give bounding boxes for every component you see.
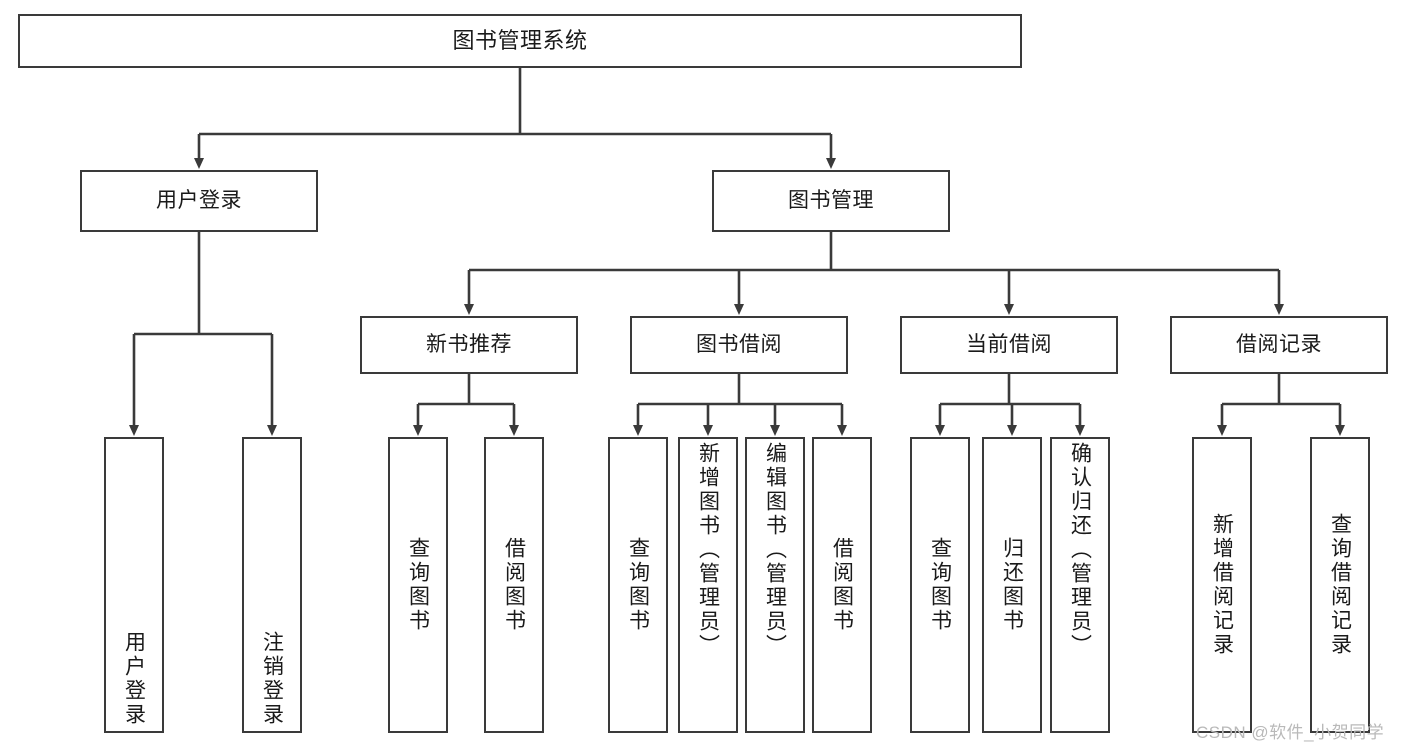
node-current-borrow[interactable]: 当前借阅	[900, 316, 1118, 374]
node-root[interactable]: 图书管理系统	[18, 14, 1022, 68]
node-leaf-query-record[interactable]: 查询借阅记录	[1310, 437, 1370, 733]
node-book-manage[interactable]: 图书管理	[712, 170, 950, 232]
node-leaf-add-book[interactable]: 新增图书（管理员）	[678, 437, 738, 733]
node-label: 查询图书	[928, 537, 952, 633]
node-label: 借阅记录	[1236, 333, 1322, 357]
node-leaf-query-book-1[interactable]: 查询图书	[388, 437, 448, 733]
node-label: 图书管理系统	[452, 27, 588, 53]
node-label: 新增图书（管理员）	[696, 442, 720, 658]
watermark: CSDN @软件_小贺同学	[1196, 723, 1385, 742]
node-label: 图书借阅	[696, 333, 782, 357]
node-leaf-borrow-book-1[interactable]: 借阅图书	[484, 437, 544, 733]
node-label: 新书推荐	[426, 333, 512, 357]
node-label: 归还图书	[1000, 537, 1024, 633]
node-label: 用户登录	[122, 631, 146, 727]
node-leaf-return-book[interactable]: 归还图书	[982, 437, 1042, 733]
node-label: 注销登录	[260, 631, 284, 727]
node-book-borrow[interactable]: 图书借阅	[630, 316, 848, 374]
node-label: 新增借阅记录	[1210, 513, 1234, 657]
node-leaf-user-logout[interactable]: 注销登录	[242, 437, 302, 733]
node-label: 用户登录	[156, 189, 242, 213]
node-label: 查询借阅记录	[1328, 513, 1352, 657]
node-label: 借阅图书	[502, 537, 526, 633]
node-label: 查询图书	[406, 537, 430, 633]
node-leaf-confirm-return[interactable]: 确认归还（管理员）	[1050, 437, 1110, 733]
node-user-login[interactable]: 用户登录	[80, 170, 318, 232]
node-leaf-edit-book[interactable]: 编辑图书（管理员）	[745, 437, 805, 733]
node-borrow-record[interactable]: 借阅记录	[1170, 316, 1388, 374]
node-label: 当前借阅	[966, 333, 1052, 357]
node-new-book-rec[interactable]: 新书推荐	[360, 316, 578, 374]
node-label: 确认归还（管理员）	[1068, 442, 1092, 658]
node-label: 图书管理	[788, 189, 874, 213]
node-leaf-add-record[interactable]: 新增借阅记录	[1192, 437, 1252, 733]
node-label: 查询图书	[626, 537, 650, 633]
node-leaf-query-book-3[interactable]: 查询图书	[910, 437, 970, 733]
node-label: 编辑图书（管理员）	[763, 442, 787, 658]
node-leaf-user-login[interactable]: 用户登录	[104, 437, 164, 733]
node-leaf-query-book-2[interactable]: 查询图书	[608, 437, 668, 733]
node-label: 借阅图书	[830, 537, 854, 633]
node-leaf-borrow-book-2[interactable]: 借阅图书	[812, 437, 872, 733]
